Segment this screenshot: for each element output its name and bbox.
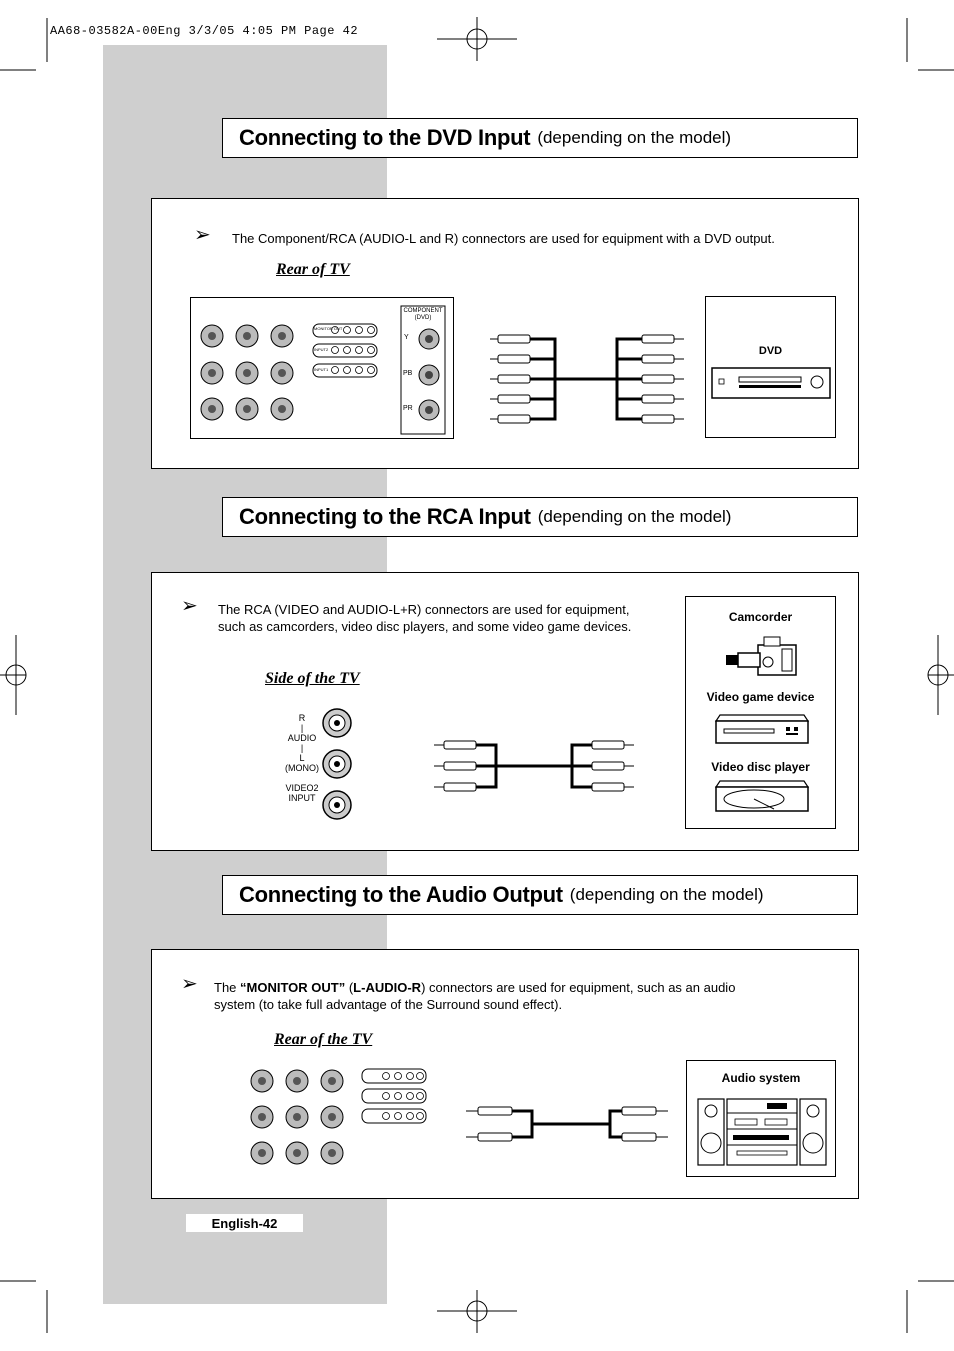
rca-plug-icon [466, 1106, 513, 1116]
note-bold-audio: L-AUDIO-R [353, 980, 422, 995]
registration-mark-icon [0, 17, 954, 1333]
dvd-device-box: DVD [705, 296, 836, 438]
rca-plug-icon [591, 782, 634, 792]
tv-rear-panel: MONITOR OUT INPUT2 INPUT1 COMPONENT (DVD… [190, 297, 454, 439]
arrow-bullet-icon: ➢ [181, 595, 198, 617]
rca-plug-icon [490, 354, 531, 364]
print-slug: AA68-03582A-00Eng 3/3/05 4:05 PM Page 42 [50, 24, 359, 38]
caption-rear-of-tv: Rear of TV [276, 261, 350, 278]
device-label-video-disc: Video disc player [711, 760, 810, 774]
jack-label-pb: PB [403, 370, 413, 377]
label-r: R [298, 713, 306, 723]
audio-system-icon [697, 1098, 827, 1166]
rca-plug-icon [434, 740, 477, 750]
rca-plug-icon [641, 334, 684, 344]
label-l: L [299, 753, 305, 763]
component-cable [490, 334, 684, 424]
page-number: English-42 [186, 1214, 303, 1232]
caption-rear-of-the-tv: Rear of the TV [274, 1031, 373, 1048]
rca-devices-box: Camcorder Video game device Video disc p… [685, 596, 836, 829]
dvd-player-icon [711, 367, 831, 399]
audio-cable [466, 1106, 668, 1142]
rca-plug-icon [621, 1132, 668, 1142]
side-jack-labels: R | AUDIO | L (MONO) VIDEO2 INPUT [272, 713, 332, 803]
jack-grid [200, 305, 446, 435]
rca-plug-icon [621, 1106, 668, 1116]
rca-plug-icon [591, 740, 634, 750]
row-label: INPUT1 [314, 367, 329, 372]
section-subtitle: (depending on the model) [537, 507, 732, 526]
rca-cable [434, 740, 634, 792]
label-video2: VIDEO2 [285, 783, 319, 793]
row-label: INPUT2 [314, 347, 329, 352]
device-label-camcorder: Camcorder [728, 610, 793, 624]
rca-plug-icon [490, 374, 531, 384]
arrow-bullet-icon: ➢ [194, 224, 211, 246]
section-title: Connecting to the RCA Input [239, 504, 531, 529]
divider-bar: | [300, 743, 304, 753]
audio-system-box: Audio system [686, 1060, 836, 1177]
section-subtitle: (depending on the model) [569, 885, 764, 904]
rca-plug-icon [641, 394, 684, 404]
label-audio: AUDIO [287, 733, 317, 743]
section-title: Connecting to the Audio Output [239, 882, 563, 907]
note-text: ( [345, 980, 354, 995]
rca-plug-icon [490, 334, 531, 344]
label-mono: (MONO) [285, 763, 319, 773]
note-text: ) connectors are used for equipment, suc… [421, 980, 736, 995]
section-panel-dvd: ➢ The Component/RCA (AUDIO-L and R) conn… [151, 198, 859, 469]
divider-bar: | [300, 723, 304, 733]
rca-plug-icon [466, 1132, 513, 1142]
rca-plug-icon [591, 761, 634, 771]
side-jack-column [322, 708, 352, 820]
section-header-rca: Connecting to the RCA Input (depending o… [222, 497, 858, 537]
section-subtitle: (depending on the model) [537, 128, 732, 147]
note-line-2: such as camcorders, video disc players, … [218, 619, 632, 634]
jack-label-pr: PR [403, 405, 413, 412]
rca-plug-icon [434, 782, 477, 792]
arrow-bullet-icon: ➢ [181, 973, 198, 995]
device-label-audio-system: Audio system [721, 1071, 801, 1085]
caption-side-of-tv: Side of the TV [265, 670, 360, 687]
device-label-video-game: Video game device [706, 690, 815, 704]
section-header-audio: Connecting to the Audio Output (dependin… [222, 875, 858, 915]
rca-plug-icon [641, 354, 684, 364]
note-text: The [214, 980, 241, 995]
row-label: MONITOR OUT [314, 326, 343, 331]
rca-plug-icon [641, 374, 684, 384]
rca-plug-icon [641, 414, 684, 424]
label-input: INPUT [288, 793, 316, 803]
camcorder-icon [726, 636, 797, 676]
rca-plug-icon [490, 394, 531, 404]
note-text: The Component/RCA (AUDIO-L and R) connec… [232, 231, 775, 246]
section-header-dvd: Connecting to the DVD Input (depending o… [222, 118, 858, 158]
device-label-dvd: DVD [758, 345, 783, 357]
game-console-icon [714, 714, 810, 744]
note-bold-monitor-out: “MONITOR OUT” [240, 980, 346, 995]
note-line-2: system (to take full advantage of the Su… [214, 997, 563, 1012]
rca-plug-icon [490, 414, 531, 424]
component-label: COMPONENT (DVD) [403, 308, 443, 321]
disc-player-icon [714, 780, 810, 812]
tv-rear-jacks [250, 1068, 427, 1165]
section-title: Connecting to the DVD Input [239, 125, 531, 150]
section-panel-rca: ➢ The RCA (VIDEO and AUDIO-L+R) connecto… [151, 572, 859, 851]
note-line-1: The “MONITOR OUT” (L-AUDIO-R) connectors… [214, 979, 774, 996]
note-line-1: The RCA (VIDEO and AUDIO-L+R) connectors… [218, 602, 630, 617]
rca-plug-icon [434, 761, 477, 771]
section-panel-audio: ➢ The “MONITOR OUT” (L-AUDIO-R) connecto… [151, 949, 859, 1199]
jack-label-y: Y [404, 334, 409, 341]
